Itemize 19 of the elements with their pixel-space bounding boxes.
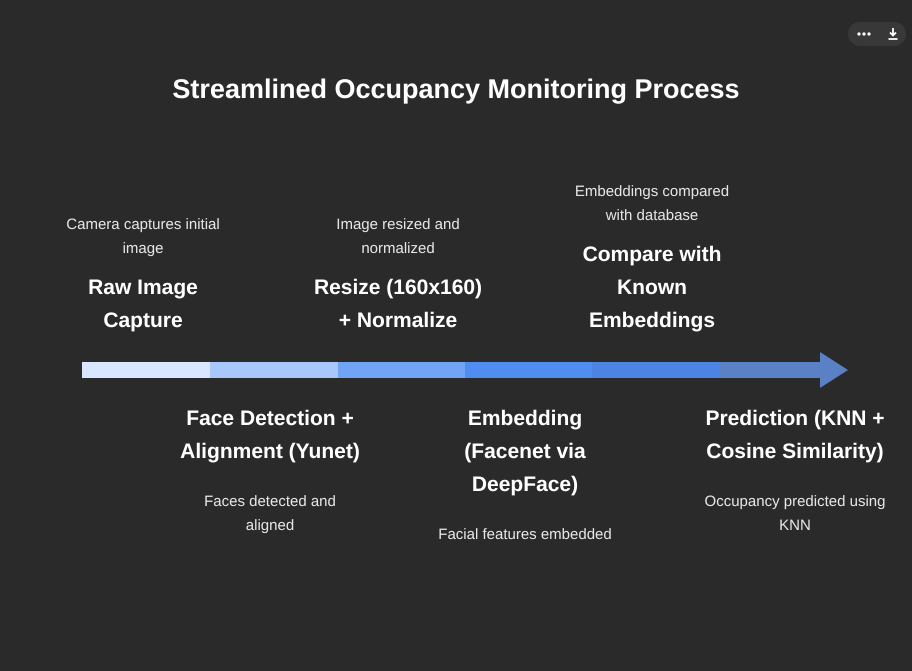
- timeline-segment: [82, 362, 210, 378]
- step-title: Compare with Known Embeddings: [582, 242, 722, 334]
- timeline-arrow-segment: [720, 352, 848, 388]
- step-description: Image resized and normalized: [335, 215, 461, 259]
- step-title: Embedding (Facenet via DeepFace): [463, 406, 587, 498]
- timeline-segment: [210, 362, 338, 378]
- step-title: Resize (160x160) + Normalize: [312, 275, 484, 334]
- timeline-segment: [338, 362, 465, 378]
- timeline-segment: [465, 362, 592, 378]
- step-description: Embeddings compared with database: [574, 182, 730, 226]
- step-title: Prediction (KNN + Cosine Similarity): [704, 406, 886, 465]
- step-description: Camera captures initial image: [65, 215, 221, 259]
- step-title: Raw Image Capture: [87, 275, 199, 334]
- diagram-title: Streamlined Occupancy Monitoring Process: [171, 74, 741, 105]
- timeline-segment: [592, 362, 720, 378]
- step-description: Occupancy predicted using KNN: [704, 492, 886, 536]
- step-description: Faces detected and aligned: [203, 492, 337, 536]
- step-title: Face Detection + Alignment (Yunet): [179, 406, 361, 465]
- step-description: Facial features embedded: [438, 525, 612, 545]
